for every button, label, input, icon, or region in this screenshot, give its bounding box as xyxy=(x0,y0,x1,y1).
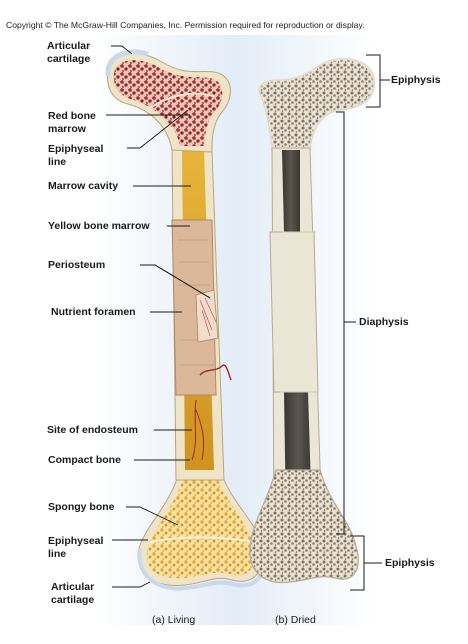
label-compact-bone: Compact bone xyxy=(48,454,121,466)
label-articular-cartilage-top: Articular cartilage xyxy=(47,40,91,65)
periosteum-flap xyxy=(195,289,219,343)
epiphyseal-line-top xyxy=(149,92,215,109)
label-periosteum: Periosteum xyxy=(48,259,106,271)
label-marrow-cavity: Marrow cavity xyxy=(48,180,119,192)
spongy-bone-bottom xyxy=(146,475,255,579)
nutrient-artery xyxy=(199,364,232,381)
right-brackets xyxy=(336,54,390,591)
caption-dried: (b) Dried xyxy=(275,614,316,626)
periosteum xyxy=(171,219,217,396)
caption-living: (a) Living xyxy=(152,614,196,626)
label-diaphysis: Diaphysis xyxy=(359,316,409,328)
articular-cartilage-bottom xyxy=(137,547,267,591)
label-epiphysis-bottom: Epiphysis xyxy=(385,557,435,569)
articular-cartilage-top xyxy=(105,49,149,77)
red-bone-marrow xyxy=(113,60,223,146)
label-epiphyseal-line-top: Epiphyseal line xyxy=(48,143,104,168)
label-spongy-bone: Spongy bone xyxy=(48,501,115,513)
dried-compact-bone xyxy=(269,231,319,393)
label-epiphyseal-line-bottom: Epiphyseal line xyxy=(48,535,104,560)
leader-lines xyxy=(106,45,211,588)
label-epiphysis-top: Epiphysis xyxy=(391,74,441,86)
dried-bone xyxy=(249,57,376,584)
copyright-notice: Copyright © The McGraw-Hill Companies, I… xyxy=(6,20,365,30)
label-nutrient-foramen: Nutrient foramen xyxy=(51,306,136,318)
dried-cavity-top xyxy=(282,150,300,232)
epiphyseal-line-bottom xyxy=(149,536,256,543)
label-yellow-bone-marrow: Yellow bone marrow xyxy=(48,220,150,232)
living-bone xyxy=(105,49,267,591)
label-red-bone-marrow: Red bone marrow xyxy=(48,110,96,135)
label-articular-cartilage-bottom: Articular cartilage xyxy=(51,581,95,606)
label-site-of-endosteum: Site of endosteum xyxy=(47,424,139,436)
